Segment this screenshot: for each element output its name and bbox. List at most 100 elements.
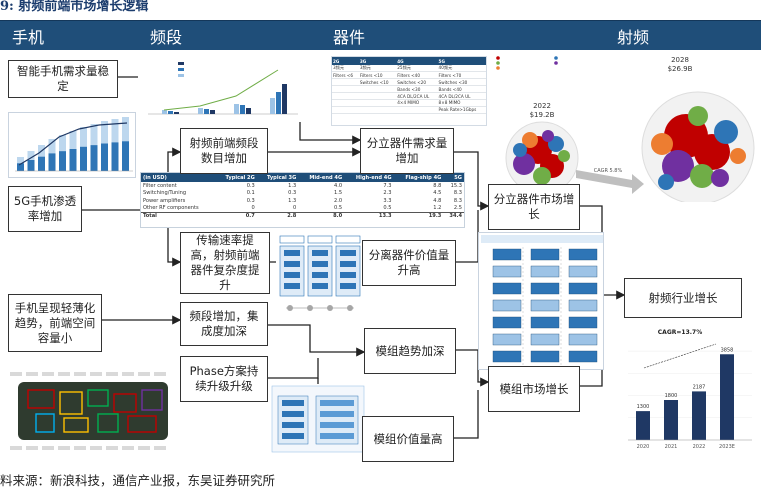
- rf-table-cell: 15.3: [450, 182, 462, 189]
- module-architecture-image: [478, 232, 604, 370]
- board-callout-label: [154, 372, 166, 376]
- arch-block: [492, 350, 522, 363]
- figure-title: 9: 射频前端市场增长逻辑: [0, 0, 149, 14]
- market-bar: [664, 400, 678, 440]
- penetration-chart: [8, 112, 136, 178]
- box-thin-phone: 手机呈现轻薄化趋势，前端空间容量小: [8, 294, 102, 352]
- component-table-cell: 3频元: [358, 65, 397, 73]
- rf-table-cell: 8.3: [453, 190, 462, 197]
- filter-label-box: [279, 235, 305, 244]
- filter-chip: [312, 272, 328, 278]
- arch-block: [568, 350, 598, 363]
- penetration-bar-5g: [59, 151, 66, 171]
- arch-block: [530, 350, 560, 363]
- box-rf-growth: 射频行业增长: [624, 278, 742, 318]
- filter-chip: [340, 250, 356, 256]
- band-legend-swatch: [178, 62, 184, 65]
- block-chip: [320, 422, 354, 428]
- box-transfer-rate: 传输速率提高，射频前端器件复杂度提升: [180, 232, 270, 294]
- filter-chip: [284, 283, 300, 289]
- board-callout-label: [106, 446, 118, 450]
- component-table-cell: Bands <40: [437, 85, 486, 94]
- board-callout-label: [90, 446, 102, 450]
- board-callout-label: [74, 446, 86, 450]
- bubble-2022: [533, 167, 551, 185]
- bubble-legend-dot: [554, 56, 558, 60]
- component-table-cell: Filters <70: [437, 71, 486, 80]
- cagr-guide-line: [643, 343, 717, 369]
- rf-table-cell: 4.0: [334, 182, 343, 189]
- arch-block: [530, 248, 560, 261]
- board-callout-label: [122, 372, 134, 376]
- bubble-2028: [730, 148, 746, 164]
- bubble-right-year: 2028: [671, 56, 689, 64]
- market-bar-value: 3858: [721, 347, 734, 353]
- band-bar: [282, 84, 287, 114]
- rf-table-cell: 8.3: [453, 197, 462, 204]
- growth-arrow-icon: [576, 170, 644, 194]
- box-discrete-price: 分离器件价值量升高: [362, 240, 456, 286]
- bubble-legend-dot: [496, 66, 500, 70]
- board-component-highlight: [141, 389, 163, 411]
- rf-table-cell: Switching/Tuning: [143, 190, 187, 197]
- header-phone: 手机: [12, 28, 45, 47]
- band-bar: [240, 105, 245, 114]
- component-table-cell: 4CA DL/2CA UL: [437, 92, 486, 100]
- board-callout-label: [26, 446, 38, 450]
- component-table-cell: [396, 106, 438, 114]
- filter-chip: [312, 250, 328, 256]
- penetration-bar-5g: [48, 153, 56, 171]
- filter-chip: [284, 261, 300, 267]
- penetration-line: [18, 122, 128, 166]
- rf-table-cell: Total: [141, 211, 216, 220]
- box-band-count: 射频前端频段数目增加: [180, 128, 268, 174]
- bubble-2028: [714, 120, 738, 144]
- component-table-cell: Filters <40: [396, 71, 438, 80]
- market-bar-category: 2020: [637, 444, 650, 450]
- rf-table-cell: Power amplifiers: [143, 197, 186, 204]
- bubble-left-year: 2022: [533, 102, 551, 110]
- band-legend-swatch: [178, 68, 184, 71]
- rf-table-cell: 2.5: [453, 205, 462, 211]
- component-table-cell: 4CA DL/2CA UL: [396, 92, 438, 100]
- bubble-2028: [694, 134, 730, 170]
- penetration-bar-5g: [122, 141, 129, 171]
- filter-chip: [340, 272, 356, 278]
- header-bands: 频段: [150, 28, 183, 47]
- band-chart: [138, 56, 308, 122]
- bubble-2028: [658, 174, 674, 190]
- arch-header: [481, 235, 603, 243]
- component-table-cell: [332, 85, 359, 94]
- board-callout-label: [106, 372, 118, 376]
- penetration-bar-5g: [101, 143, 108, 171]
- band-bar: [198, 108, 203, 114]
- component-table-cell: Switches <20: [396, 78, 438, 87]
- filter-chip: [312, 283, 328, 289]
- arch-block: [568, 299, 598, 312]
- cagr-label: CAGR=13.7%: [658, 329, 702, 336]
- bubble-right-value: $26.9B: [668, 65, 693, 73]
- block-chip: [282, 400, 304, 406]
- arch-block: [492, 248, 522, 261]
- rf-table-cell: 8.8: [433, 182, 442, 189]
- penetration-bar-5g: [38, 156, 45, 171]
- box-discrete-growth: 分立器件市场增长: [488, 184, 580, 230]
- box-phase-upgrade: Phase方案持续升级升级: [180, 356, 268, 402]
- arch-block: [530, 282, 560, 295]
- arch-block: [568, 333, 598, 346]
- market-bar: [692, 391, 706, 440]
- module-block-diagram: [270, 384, 366, 454]
- market-bar-category: 2023E: [719, 444, 735, 450]
- component-table-cell: [358, 106, 397, 114]
- market-bar-value: 2187: [693, 384, 706, 390]
- board-callout-label: [138, 372, 150, 376]
- penetration-bar-5g: [80, 146, 87, 171]
- block-chip: [320, 433, 354, 439]
